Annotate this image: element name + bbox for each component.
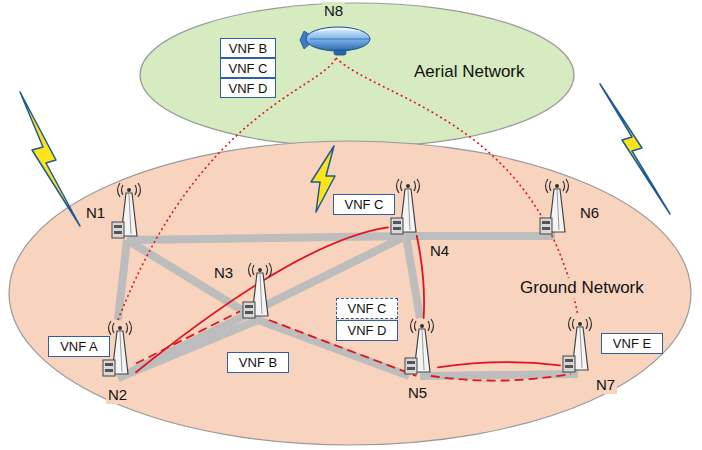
vnf-box: VNF B xyxy=(220,38,276,58)
network-link xyxy=(420,374,578,376)
network-label: Aerial Network xyxy=(412,62,527,82)
vnf-label: VNF C xyxy=(345,197,384,212)
vnf-box: VNF B xyxy=(227,352,289,373)
network-label: Ground Network xyxy=(518,278,646,298)
vnf-label: VNF B xyxy=(239,355,277,370)
base-station-node: N5 xyxy=(402,318,438,376)
base-station-node: N6 xyxy=(537,178,573,236)
vnf-label: VNF D xyxy=(229,81,268,96)
node-label: N5 xyxy=(406,384,429,402)
vnf-box: VNF D xyxy=(336,320,398,341)
vnf-box: VNF C xyxy=(336,298,398,319)
node-label: N6 xyxy=(578,204,601,222)
vnf-label: VNF A xyxy=(60,339,98,354)
tower-icon xyxy=(402,318,438,376)
vnf-label: VNF C xyxy=(348,301,387,316)
node-label: N4 xyxy=(428,242,451,260)
base-station-node: N7 xyxy=(560,316,596,374)
airship-node: N8 xyxy=(298,22,374,58)
node-label: N8 xyxy=(322,2,345,20)
vnf-box: VNF C xyxy=(333,194,395,215)
vnf-label: VNF C xyxy=(229,61,268,76)
tower-icon xyxy=(560,316,596,374)
vnf-box: VNF A xyxy=(48,336,110,357)
vnf-box: VNF D xyxy=(220,78,276,98)
vnf-label: VNF E xyxy=(613,336,651,351)
vnf-box: VNF C xyxy=(220,58,276,78)
network-link xyxy=(127,236,406,240)
network-outline xyxy=(140,3,574,147)
base-station-node: N1 xyxy=(109,182,145,240)
network-region: Aerial Network N8VNF B VNF C VNF D xyxy=(139,2,575,148)
node-label: N1 xyxy=(84,204,107,222)
network-link xyxy=(406,232,555,240)
airship-icon xyxy=(298,22,374,58)
network-outline xyxy=(9,141,691,445)
node-label: N3 xyxy=(212,264,235,282)
base-station-node: N3 xyxy=(240,262,276,320)
vnf-box: VNF E xyxy=(601,333,663,354)
network-region: Ground Network N1N2 N3 N4N5 N6N7 VNF A VNF B VN… xyxy=(8,140,692,446)
tower-icon xyxy=(240,262,276,320)
node-label: N7 xyxy=(594,376,617,394)
vnf-label: VNF B xyxy=(229,41,267,56)
vnf-label: VNF D xyxy=(348,323,387,338)
tower-icon xyxy=(109,182,145,240)
node-label: N2 xyxy=(106,386,129,404)
tower-icon xyxy=(537,178,573,236)
